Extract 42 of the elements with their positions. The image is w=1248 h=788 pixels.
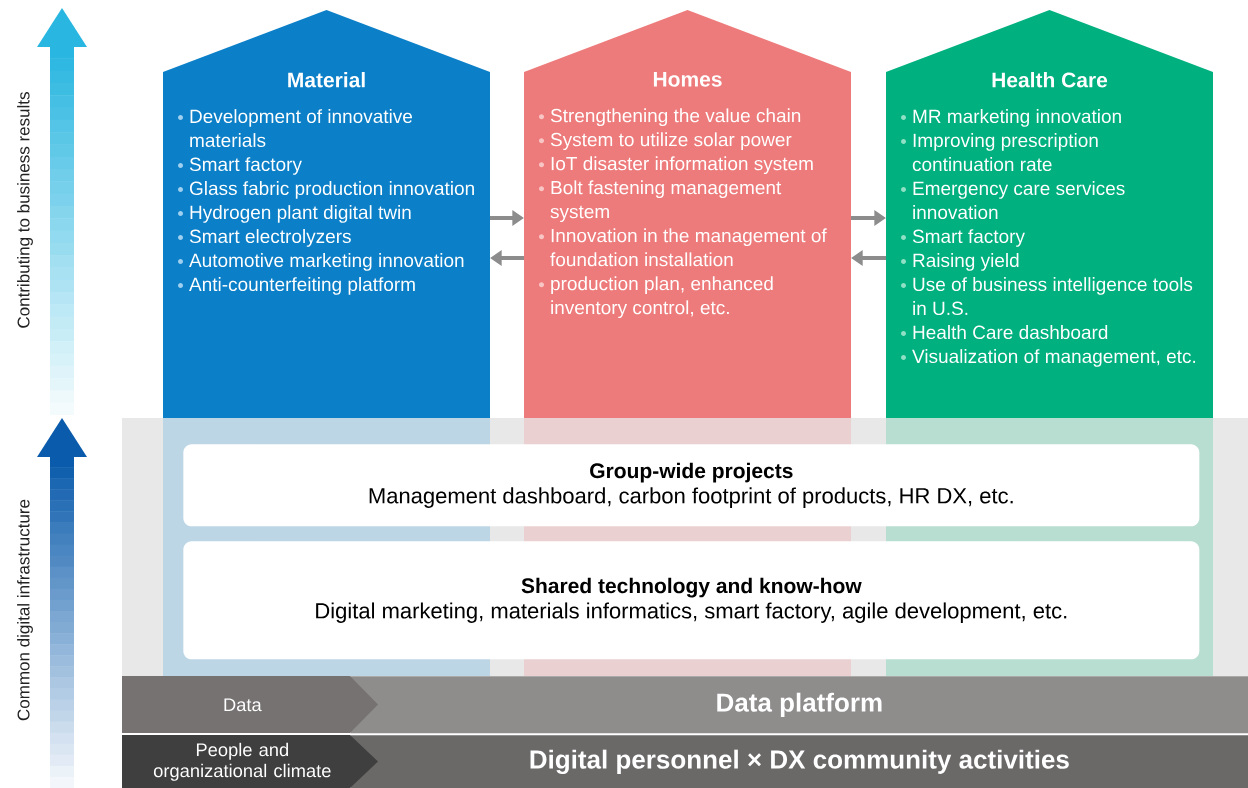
bullet-item: Strengthening the value chain xyxy=(539,108,801,127)
bullet-item: Use of business intelligence tools in U.S. xyxy=(901,277,1193,316)
house-shape xyxy=(886,10,1213,418)
tab-label: Data xyxy=(224,698,262,712)
bullet-item: Smart factory xyxy=(178,157,302,175)
bullet-item: Smart factory xyxy=(901,229,1025,247)
bullet-item: Development of innovative materials xyxy=(178,109,412,148)
bullet-item: System to utilize solar power xyxy=(539,132,792,151)
bullet-item: Smart electrolyzers xyxy=(178,229,351,247)
band-title: Digital personnel × DX community activities xyxy=(530,749,1069,774)
bullet-item: Emergency care services innovation xyxy=(901,181,1125,220)
house-heading: Material xyxy=(288,72,365,88)
bullet-item: IoT disaster information system xyxy=(539,156,813,175)
axis-label: Contributing to business results xyxy=(17,92,33,328)
band-title: Data platform xyxy=(717,692,882,717)
house-shape xyxy=(524,10,851,418)
bullet-item: Automotive marketing innovation xyxy=(178,253,464,271)
bullet-item: Raising yield xyxy=(901,253,1019,271)
project-box xyxy=(183,541,1200,660)
bullet-item: MR marketing innovation xyxy=(901,109,1121,127)
bullet-item: Improving prescription continuation rate xyxy=(901,133,1098,172)
platform-band xyxy=(350,676,1248,734)
bullet-item: Visualization of management, etc. xyxy=(901,349,1196,367)
house-shape xyxy=(163,10,490,418)
chevron-tab xyxy=(122,735,378,788)
house-heading: Health Care xyxy=(992,72,1108,88)
box-heading: Shared technology and know-how xyxy=(521,577,862,598)
box-text: Digital marketing, materials informatics, smart factory, agile development, etc. xyxy=(316,602,1067,623)
platform-band xyxy=(350,735,1248,788)
bullet-item: Hydrogen plant digital twin xyxy=(178,205,411,223)
bullet-item: Glass fabric production innovation xyxy=(178,181,474,199)
chevron-tab xyxy=(122,676,378,733)
box-text: Management dashboard, carbon footprint of products, HR DX, etc. xyxy=(369,487,1013,508)
bullet-item: Anti-counterfeiting platform xyxy=(178,277,415,295)
house-heading: Homes xyxy=(653,72,722,87)
bullet-item: Health Care dashboard xyxy=(901,325,1108,340)
box-heading: Group-wide projects xyxy=(590,462,793,483)
tab-label: People and organizational climate xyxy=(153,742,331,781)
project-box xyxy=(183,444,1200,527)
axis-label: Common digital infrastructure xyxy=(17,499,33,721)
bullet-item: Bolt fastening management system xyxy=(539,180,782,223)
bullet-item: production plan, enhanced inventory control, etc. xyxy=(539,276,773,319)
